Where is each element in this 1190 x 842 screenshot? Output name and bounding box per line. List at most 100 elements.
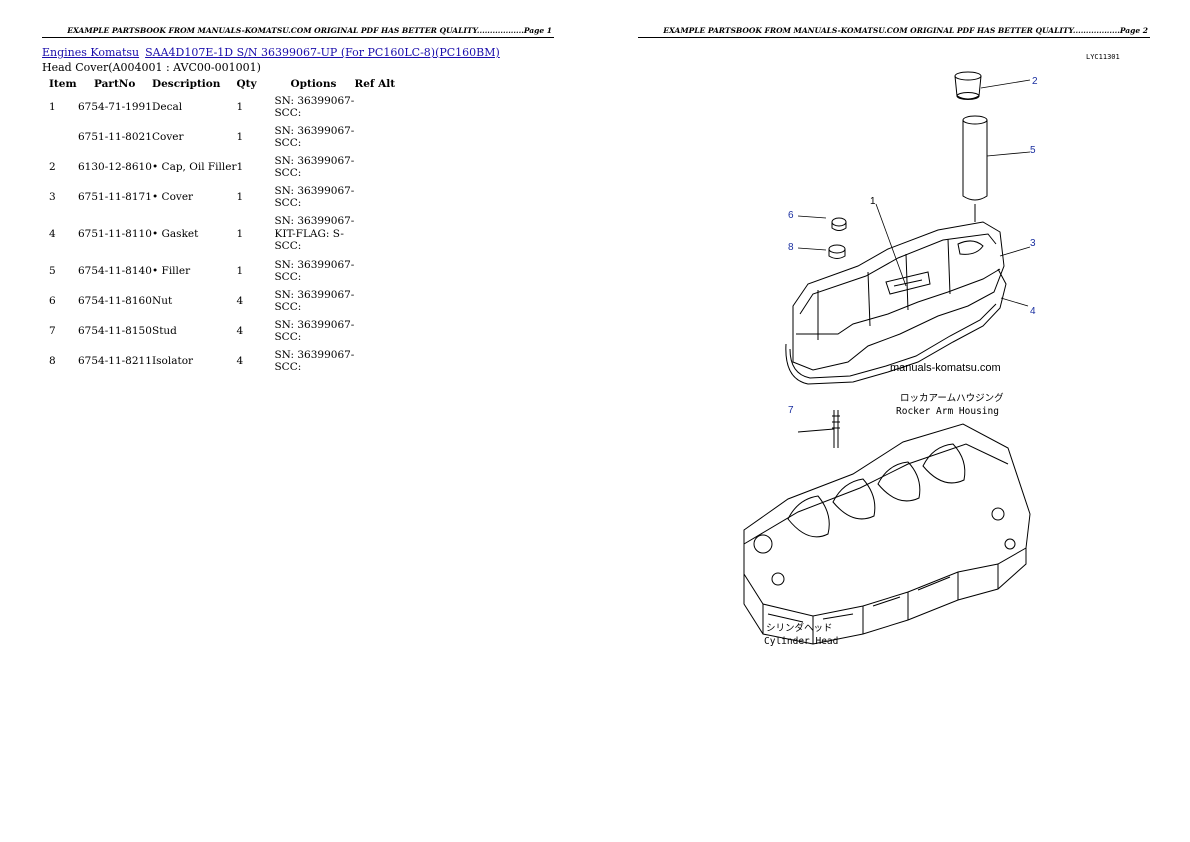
cell-ref-alt [354, 256, 404, 286]
table-header-row: Item PartNo Description Qty Options Ref … [42, 76, 404, 92]
cell-partno: 6754-11-8150 [78, 324, 152, 337]
breadcrumb-link-model[interactable]: SAA4D107E-1D S/N 36399067-UP (For PC160L… [145, 46, 500, 59]
oil-filler-cap-drawing [954, 71, 982, 100]
caption-cylinder-jp: シリンダヘッド [766, 622, 833, 634]
cell-item: 2 [49, 160, 56, 173]
table-row: 2 6130-12-8610 • Cap, Oil Filler 1 SN: 3… [42, 152, 404, 182]
parts-table: Item PartNo Description Qty Options Ref … [42, 76, 404, 376]
cell-description: Isolator [152, 354, 194, 367]
cell-partno: 6751-11-8171 [78, 190, 152, 203]
cell-ref-alt [354, 346, 404, 376]
caption-rocker-en: Rocker Arm Housing [896, 406, 999, 417]
section-title: Head Cover(A004001 : AVC00-001001) [42, 61, 261, 74]
cell-description: Nut [152, 294, 173, 307]
cell-partno: 6751-11-8021 [78, 130, 152, 143]
cell-description: • Gasket [152, 227, 199, 240]
table-row: 5 6754-11-8140 • Filler 1 SN: 36399067-S… [42, 256, 404, 286]
col-header-ref-alt: Ref Alt [354, 78, 396, 90]
cell-partno: 6751-11-8110 [78, 227, 152, 240]
cell-options: SN: 36399067-SCC: [274, 154, 355, 180]
page-header-left: EXAMPLE PARTSBOOK FROM MANUALS-KOMATSU.C… [42, 26, 554, 38]
table-row: 4 6751-11-8110 • Gasket 1 SN: 36399067-K… [42, 212, 404, 256]
cell-options: SN: 36399067-SCC: [274, 94, 355, 120]
cell-qty: 1 [236, 190, 244, 203]
col-header-qty: Qty [236, 78, 257, 90]
cell-partno: 6130-12-8610 [78, 160, 152, 173]
cell-ref-alt [354, 92, 404, 122]
caption-rocker-jp: ロッカアームハウジング [900, 392, 1004, 404]
col-header-item: Item [49, 78, 77, 90]
cell-qty: 1 [236, 130, 244, 143]
figure-code: LYC11301 [1086, 53, 1120, 61]
col-header-partno: PartNo [94, 78, 136, 90]
cell-partno: 6754-71-1991 [78, 100, 152, 113]
table-row: 8 6754-11-8211 Isolator 4 SN: 36399067-S… [42, 346, 404, 376]
cell-partno: 6754-11-8160 [78, 294, 152, 307]
filler-tube-drawing [962, 115, 988, 222]
cell-item [42, 122, 78, 152]
cell-description: • Cover [152, 190, 194, 203]
cell-options: SN: 36399067-SCC: [274, 258, 355, 284]
cell-ref-alt [354, 182, 404, 212]
cell-ref-alt [354, 212, 404, 256]
cell-qty: 4 [236, 294, 244, 307]
table-row: 6 6754-11-8160 Nut 4 SN: 36399067-SCC: [42, 286, 404, 316]
callout-5: 5 [1030, 145, 1036, 156]
cell-qty: 1 [236, 160, 244, 173]
cell-item: 5 [49, 264, 56, 277]
cell-qty: 1 [236, 227, 244, 240]
cell-qty: 1 [236, 264, 244, 277]
cell-options: SN: 36399067-SCC: [274, 124, 355, 150]
cell-ref-alt [354, 316, 404, 346]
cell-description: Stud [152, 324, 177, 337]
cell-item: 3 [49, 190, 56, 203]
cell-qty: 4 [236, 324, 244, 337]
cylinder-head-drawing [743, 423, 1031, 645]
cell-options: SN: 36399067-KIT-FLAG: S-SCC: [274, 215, 355, 253]
caption-cylinder-en: Cylinder Head [764, 636, 838, 647]
cell-item: 1 [49, 100, 56, 113]
table-row: 3 6751-11-8171 • Cover 1 SN: 36399067-SC… [42, 182, 404, 212]
col-header-options: Options [290, 78, 337, 90]
exploded-diagram: 2 5 3 4 6 8 1 7 LYC11301 manuals-komatsu… [638, 44, 1150, 654]
cell-partno: 6754-11-8140 [78, 264, 152, 277]
cell-item: 7 [49, 324, 56, 337]
callout-4: 4 [1030, 306, 1036, 317]
cell-description: Cover [152, 130, 184, 143]
cell-options: SN: 36399067-SCC: [274, 288, 355, 314]
callout-6: 6 [788, 210, 794, 221]
head-cover-drawing [792, 221, 1005, 371]
cell-ref-alt [354, 152, 404, 182]
watermark-text: manuals-komatsu.com [890, 362, 1001, 374]
cell-ref-alt [354, 286, 404, 316]
nut-drawing [831, 217, 847, 231]
cell-item: 8 [49, 354, 56, 367]
stud-drawing [797, 410, 840, 448]
leader-lines [797, 79, 1031, 307]
cell-ref-alt [354, 122, 404, 152]
col-header-description: Description [152, 78, 221, 90]
cell-item: 6 [49, 294, 56, 307]
cell-description: • Filler [152, 264, 191, 277]
cell-qty: 4 [236, 354, 244, 367]
table-row: 6751-11-8021 Cover 1 SN: 36399067-SCC: [42, 122, 404, 152]
callout-7: 7 [788, 405, 794, 416]
breadcrumb: Engines Komatsu SAA4D107E-1D S/N 36399067… [42, 46, 500, 59]
breadcrumb-link-engines[interactable]: Engines Komatsu [42, 46, 140, 59]
callout-8: 8 [788, 242, 794, 253]
cell-partno: 6754-11-8211 [78, 354, 152, 367]
cell-description: • Cap, Oil Filler [152, 160, 237, 173]
table-row: 1 6754-71-1991 Decal 1 SN: 36399067-SCC: [42, 92, 404, 122]
exploded-diagram-svg: 2 5 3 4 6 8 1 7 LYC11301 manuals-komatsu… [743, 53, 1120, 647]
cell-qty: 1 [236, 100, 244, 113]
cell-options: SN: 36399067-SCC: [274, 318, 355, 344]
page-header-right: EXAMPLE PARTSBOOK FROM MANUALS-KOMATSU.C… [638, 26, 1150, 38]
cell-options: SN: 36399067-SCC: [274, 184, 355, 210]
callout-3: 3 [1030, 238, 1036, 249]
cell-description: Decal [152, 100, 183, 113]
cell-item: 4 [49, 227, 56, 240]
gasket-drawing [785, 268, 1007, 385]
table-row: 7 6754-11-8150 Stud 4 SN: 36399067-SCC: [42, 316, 404, 346]
callout-1: 1 [870, 196, 876, 207]
cell-options: SN: 36399067-SCC: [274, 348, 355, 374]
